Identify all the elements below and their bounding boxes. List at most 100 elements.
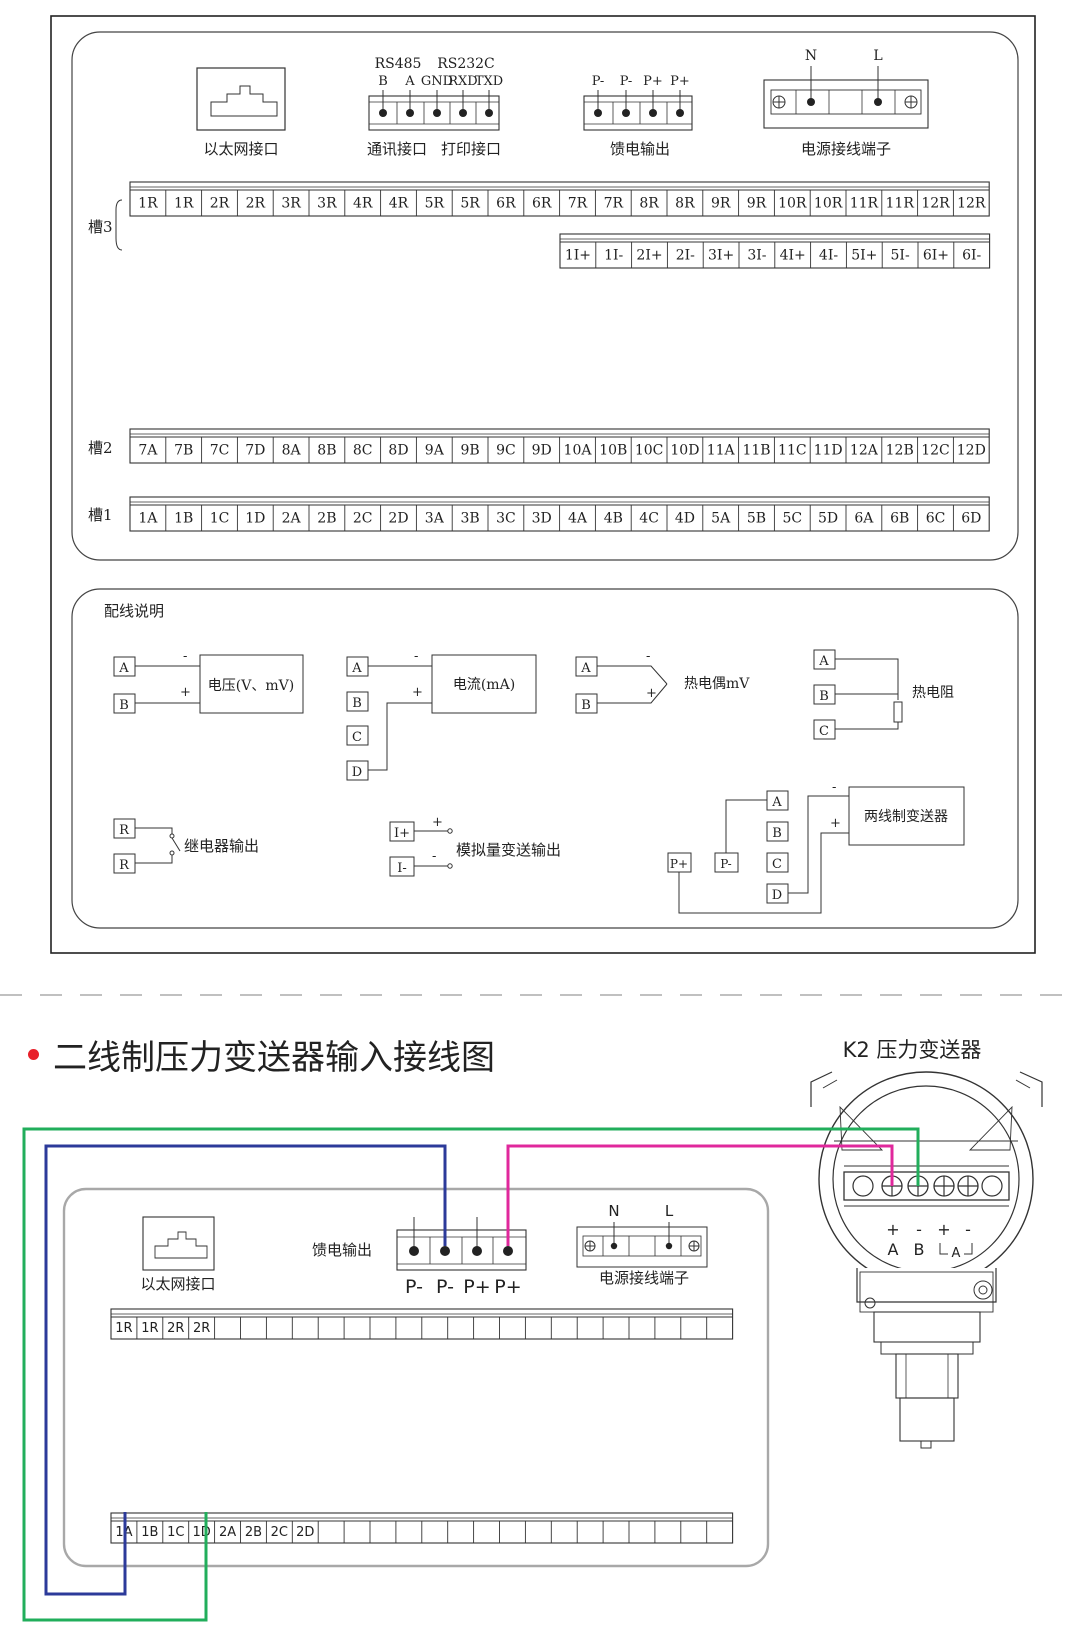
ethernet-label: 以太网接口: [203, 140, 278, 158]
terminal-cell-label: 2I+: [636, 248, 662, 264]
terminal-cell-label: 5I-: [891, 248, 910, 264]
terminal-cell-label: 7A: [138, 443, 158, 459]
svg-text:B: B: [914, 1240, 925, 1259]
terminal-cell-label: 7C: [210, 443, 230, 459]
wiring-title: 配线说明: [104, 602, 164, 620]
current-diagram: A B C D - + 电流(mA): [346, 649, 537, 781]
pressure-transmitter: + - A B + - A: [810, 1071, 1043, 1449]
svg-text:A: A: [888, 1240, 899, 1259]
terminal-cell-label: 9D: [532, 443, 552, 459]
bottom-power-terminal: N L 电源接线端子: [576, 1202, 708, 1287]
relay-label: 继电器输出: [184, 837, 259, 855]
bottom-feed-label: 馈电输出: [312, 1241, 372, 1259]
terminal-cell-label: 9A: [425, 443, 445, 459]
svg-text:B: B: [772, 826, 782, 841]
voltage-box-label: 电压(V、mV): [208, 678, 294, 694]
relay-switch-icon: [171, 837, 181, 852]
svg-text:-: -: [832, 780, 836, 795]
terminal-cell-label: 8A: [282, 443, 302, 459]
terminal-cell-label: 1R: [138, 196, 158, 212]
terminal-cell-label: 2R: [193, 1321, 210, 1336]
thermocouple-diagram: A B - + 热电偶mV: [575, 649, 750, 714]
terminal-cell-label: 1D: [245, 511, 265, 527]
svg-text:P+: P+: [670, 857, 688, 871]
svg-text:+: +: [886, 1220, 899, 1239]
top-panel-frame: [50, 15, 1036, 954]
terminal-cell-label: 8R: [675, 196, 695, 212]
terminal-cell-label: 6R: [496, 196, 516, 212]
svg-text:+: +: [412, 685, 423, 700]
terminal-cell-label: 11R: [886, 196, 915, 212]
ethernet-icon: [154, 1231, 208, 1259]
feed-pin-label: P+: [643, 74, 663, 89]
comm-pin-label: TXD: [475, 74, 503, 89]
terminal-cell-label: 4A: [568, 511, 588, 527]
svg-text:C: C: [352, 730, 362, 745]
terminal-cell-label: 2B: [317, 511, 336, 527]
terminal-cell-label: 1B: [174, 511, 193, 527]
svg-text:N: N: [608, 1202, 619, 1220]
terminal-cell-label: 4I+: [780, 248, 806, 264]
svg-text:+: +: [830, 816, 841, 831]
bottom-feed-pin-label: P-: [405, 1276, 423, 1298]
terminal-cell-label: 2R: [167, 1321, 184, 1336]
two-wire-transmitter-diagram: A B C D P+ P- - + 两线制变送器: [667, 780, 965, 914]
terminal-cell-label: 3R: [317, 196, 337, 212]
svg-text:A: A: [771, 795, 782, 810]
svg-text:A: A: [118, 661, 129, 676]
terminal-cell-label: 3R: [281, 196, 301, 212]
svg-text:A: A: [818, 654, 829, 669]
terminal-cell-label: 7R: [604, 196, 624, 212]
rs232c-label: RS232C: [437, 56, 495, 72]
comm-pin-label: RXD: [448, 74, 477, 89]
terminal-cell-label: 2B: [245, 1525, 262, 1540]
slot3-label: 槽3: [88, 218, 113, 236]
terminal-cell-label: 11D: [814, 443, 843, 459]
terminal-cell-label: 10B: [599, 443, 627, 459]
terminal-cell-label: 5R: [460, 196, 480, 212]
terminal-cell-label: 3A: [425, 511, 445, 527]
comm-pin-label: A: [404, 74, 415, 89]
terminal-cell-label: 5I+: [851, 248, 877, 264]
magenta-wire: [506, 1144, 894, 1246]
terminal-cell-label: 11C: [778, 443, 807, 459]
svg-text:+: +: [180, 685, 191, 700]
terminal-cell-label: 3B: [460, 511, 479, 527]
current-box-label: 电流(mA): [453, 677, 515, 693]
terminal-cell-label: 9R: [747, 196, 767, 212]
svg-text:+: +: [646, 686, 657, 701]
svg-text:+: +: [937, 1220, 950, 1239]
terminal-cell-label: 3D: [532, 511, 552, 527]
terminal-cell-label: 12B: [886, 443, 914, 459]
two-wire-box-label: 两线制变送器: [864, 809, 948, 825]
terminal-cell-label: 4D: [675, 511, 695, 527]
svg-text:R: R: [119, 823, 130, 838]
feed-pin-label: P+: [670, 74, 690, 89]
svg-text:B: B: [352, 696, 362, 711]
svg-text:A: A: [580, 661, 591, 676]
rtd-label: 热电阻: [912, 685, 954, 701]
terminal-cell-label: 3I+: [708, 248, 734, 264]
terminal-cell-label: 3C: [496, 511, 516, 527]
terminal-cell-label: 2A: [219, 1525, 236, 1540]
terminal-cell-label: 2A: [282, 511, 302, 527]
svg-text:B: B: [581, 698, 591, 713]
terminal-cell-label: 2R: [246, 196, 266, 212]
feed-pin-label: P-: [592, 74, 604, 89]
analog-output-label: 模拟量变送输出: [456, 841, 561, 859]
svg-text:L: L: [665, 1202, 674, 1220]
terminal-cell-label: 7R: [568, 196, 588, 212]
svg-text:-: -: [432, 849, 436, 864]
slot1-label: 槽1: [88, 506, 113, 524]
terminal-cell-label: 1C: [210, 511, 230, 527]
slot3-row2-strip: 1I+1I-2I+2I-3I+3I-4I+4I-5I+5I-6I+6I-: [559, 233, 991, 269]
terminal-cell-label: 6C: [926, 511, 946, 527]
feed-label: 馈电输出: [610, 140, 670, 158]
svg-text:I+: I+: [394, 826, 410, 841]
terminal-cell-label: 6D: [961, 511, 981, 527]
bottom-feed-pin-label: P-: [436, 1276, 454, 1298]
power-l-label: L: [873, 48, 882, 64]
